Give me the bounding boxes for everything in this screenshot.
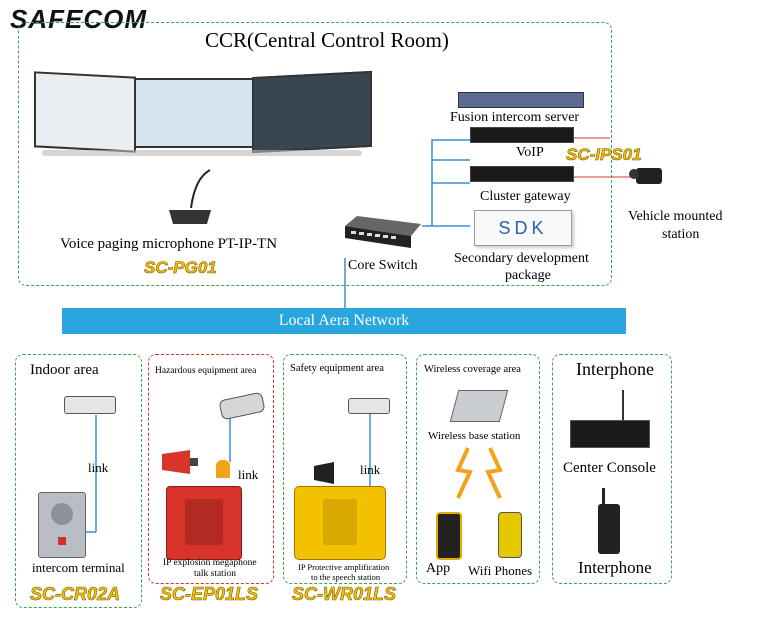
brand-logo: SAFECOM [10,4,147,34]
cluster-gateway-icon [470,166,574,182]
hazardous-link-label: link [238,467,259,482]
app-label: App [426,561,451,576]
voip-server-icon [470,127,574,143]
hazardous-device-label-1: IP explosion megaphone [163,558,257,568]
intercom-terminal-icon [38,492,86,558]
safety-device-label-2: to the speech station [311,572,381,582]
voip-label: VoIP [516,145,544,160]
wifi-phone-icon [498,512,522,558]
wireless-base-station-label: Wireless base station [428,430,521,442]
app-phone-icon [436,512,462,560]
vehicle-label-1: Vehicle mounted [628,209,723,224]
indoor-area-title: Indoor area [30,362,99,378]
safety-link-label: link [360,462,381,477]
handheld-radio-icon [598,488,620,554]
intercom-terminal-label: intercom terminal [32,560,125,575]
ex-talk-station-icon [166,486,242,560]
megaphone-icon [160,450,200,474]
interphone-device-label: Interphone [578,558,652,577]
safety-device-label-1: IP Protective amplification [298,562,390,572]
horn-speaker-icon [312,462,340,484]
ccr-box [18,22,612,286]
safety-area-title: Safety equipment area [290,363,384,374]
hazardous-area-title: Hazardous equipment area [155,366,257,376]
hazardous-area-box [148,354,274,584]
indoor-link-label: link [88,460,109,475]
video-wall [34,70,372,156]
safety-area-box [283,354,407,584]
indoor-camera-icon [64,396,116,414]
weatherproof-phone-icon [294,486,386,560]
sdk-label-1: Secondary development [454,251,589,266]
indoor-area-box [15,354,142,608]
safety-camera-icon [348,398,390,414]
wifi-phones-label: Wifi Phones [468,563,533,578]
paging-microphone-icon [165,168,215,226]
core-switch-label: Core Switch [348,258,418,273]
hazardous-model: SC-EP01LS [160,584,259,605]
sdk-box: SDK [474,210,572,246]
fusion-server-icon [458,92,584,108]
vehicle-label-2: station [662,227,700,242]
voice-paging-model: SC-PG01 [144,258,217,278]
indoor-model: SC-CR02A [30,584,121,605]
ccr-title: CCR(Central Control Room) [205,28,449,52]
center-console-icon [570,390,650,448]
safety-model: SC-WR01LS [292,584,397,605]
fusion-server-label: Fusion intercom server [450,110,580,125]
local-area-network-bar: Local Aera Network [62,308,626,334]
interphone-area-box [552,354,672,584]
vehicle-radio-icon [628,162,664,188]
hazardous-device-label-2: talk station [194,569,236,579]
sdk-label-2: package [505,268,551,283]
cluster-gateway-label: Cluster gateway [480,189,571,204]
sdk-box-label: SDK [498,218,548,238]
center-console-label: Center Console [563,460,656,476]
interphone-area-title: Interphone [576,359,654,379]
voip-model: SC-IPS01 [566,145,642,165]
wireless-area-title: Wireless coverage area [424,364,521,375]
core-switch-icon [343,214,423,250]
warning-light-icon [216,460,230,478]
voice-paging-label: Voice paging microphone PT-IP-TN [60,236,278,252]
wireless-area-box [416,354,540,584]
